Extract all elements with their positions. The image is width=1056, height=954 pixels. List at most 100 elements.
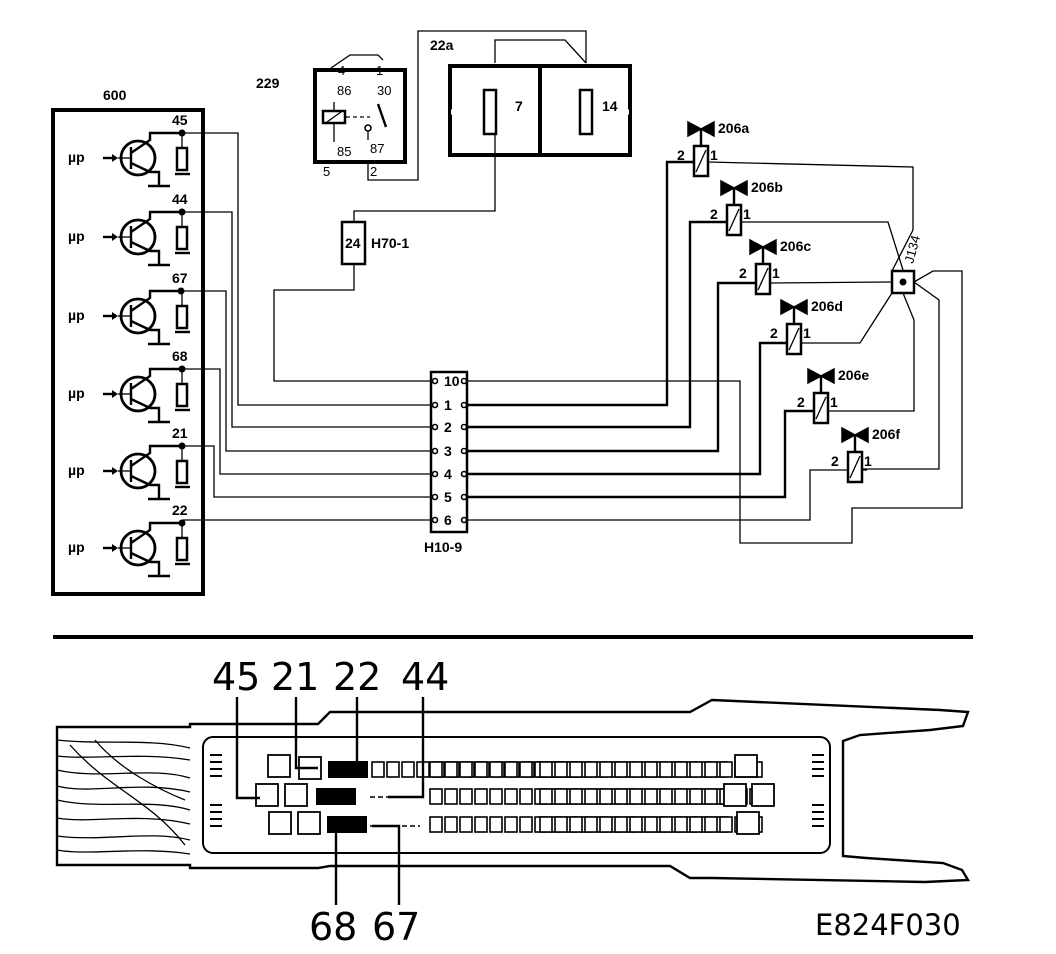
pin-slot: [444, 788, 458, 805]
fusebox-label: 22a: [430, 37, 454, 53]
large-cavity: [268, 811, 292, 835]
solenoid-coil: [785, 322, 803, 356]
pin-slot: [659, 816, 673, 833]
pin-slot: [584, 788, 598, 805]
ecu-pin-44: 44: [172, 191, 188, 207]
pin-slot: [444, 816, 458, 833]
large-cavity: [736, 811, 760, 835]
h10-pin-6: 6: [431, 512, 468, 528]
injector-label: 206f: [872, 426, 900, 442]
ecu-pin-22: 22: [172, 502, 188, 518]
wire: [182, 368, 432, 475]
pin-slot: [539, 788, 553, 805]
pin-slot: [444, 761, 458, 778]
relay-pin-5: 5: [323, 164, 330, 179]
pin-slot: [459, 761, 473, 778]
pin-slot: [519, 788, 533, 805]
large-cavity: [284, 783, 308, 807]
wire: [863, 281, 940, 470]
splice-label: J134: [901, 234, 923, 265]
svg-text:1: 1: [803, 325, 811, 341]
pin-slot: [386, 761, 400, 778]
pin-slot: [371, 761, 385, 778]
ecu-label: 600: [103, 87, 127, 103]
mu-label: µp: [68, 539, 85, 555]
svg-text:1: 1: [743, 206, 751, 222]
pin-slot: [429, 816, 443, 833]
pin-slot: [569, 816, 583, 833]
svg-text:3: 3: [444, 443, 452, 459]
pin-slot: [614, 761, 628, 778]
pullup-resistor: [175, 459, 189, 485]
connector-h70-1: 24 H70-1: [273, 220, 432, 382]
pin-slot: [614, 816, 628, 833]
pin-slot: [474, 788, 488, 805]
pullup-resistor: [175, 304, 189, 330]
large-cavity: [751, 783, 775, 807]
wire: [181, 519, 432, 524]
pin-slot: [554, 788, 568, 805]
pin-slot: [504, 788, 518, 805]
svg-text:2: 2: [770, 325, 778, 341]
svg-text:1: 1: [864, 453, 872, 469]
ecu-pin-45: 45: [172, 112, 188, 128]
large-cavity: [734, 754, 758, 778]
pin-slot: [429, 761, 443, 778]
wire: [801, 292, 893, 344]
pin-slot: [689, 788, 703, 805]
pin-slot: [504, 761, 518, 778]
pullup-resistor: [175, 536, 189, 562]
relay-pin-1: 1: [376, 63, 383, 78]
connector-slots: [210, 754, 824, 835]
pin-slot: [539, 761, 553, 778]
pin-slot: [704, 761, 718, 778]
h10-pin-2: 2: [431, 419, 468, 435]
wire: [467, 409, 814, 499]
h70-label: H70-1: [371, 235, 409, 251]
pin-slot: [659, 788, 673, 805]
relay-label: 229: [256, 75, 280, 91]
pin-slot: [659, 761, 673, 778]
wire: [467, 160, 694, 407]
svg-text:2: 2: [797, 394, 805, 410]
h10-pin-4: 4: [431, 466, 468, 482]
pin-slot: [459, 788, 473, 805]
callout-22: 22: [333, 655, 381, 699]
pin-slot: [629, 816, 643, 833]
callout-67: 67: [372, 905, 420, 949]
svg-text:2: 2: [710, 206, 718, 222]
wire: [467, 270, 963, 544]
pin-slot: [689, 761, 703, 778]
injector-label: 206a: [718, 120, 749, 136]
pin-slot: [474, 761, 488, 778]
pin-slot: [644, 816, 658, 833]
pin-slot: [614, 788, 628, 805]
pullup-resistor: [175, 225, 189, 251]
h10-label: H10-9: [424, 539, 462, 555]
pin-slot: [429, 788, 443, 805]
pullup-resistor: [175, 146, 189, 172]
pin-slot: [584, 761, 598, 778]
fuse-14: [578, 88, 594, 136]
wire: [182, 132, 432, 406]
injector-206d: 206d 2 1: [770, 298, 843, 356]
injector-label: 206d: [811, 298, 843, 314]
solenoid-coil: [725, 203, 743, 237]
occupied-pin-block: [328, 761, 368, 778]
relay-pin-30: 30: [377, 83, 391, 98]
wire: [707, 161, 914, 272]
injector-label: 206b: [751, 179, 783, 195]
pin-slot: [554, 761, 568, 778]
pin-slot: [644, 761, 658, 778]
pullup-resistor: [175, 382, 189, 408]
pin-slot: [504, 816, 518, 833]
